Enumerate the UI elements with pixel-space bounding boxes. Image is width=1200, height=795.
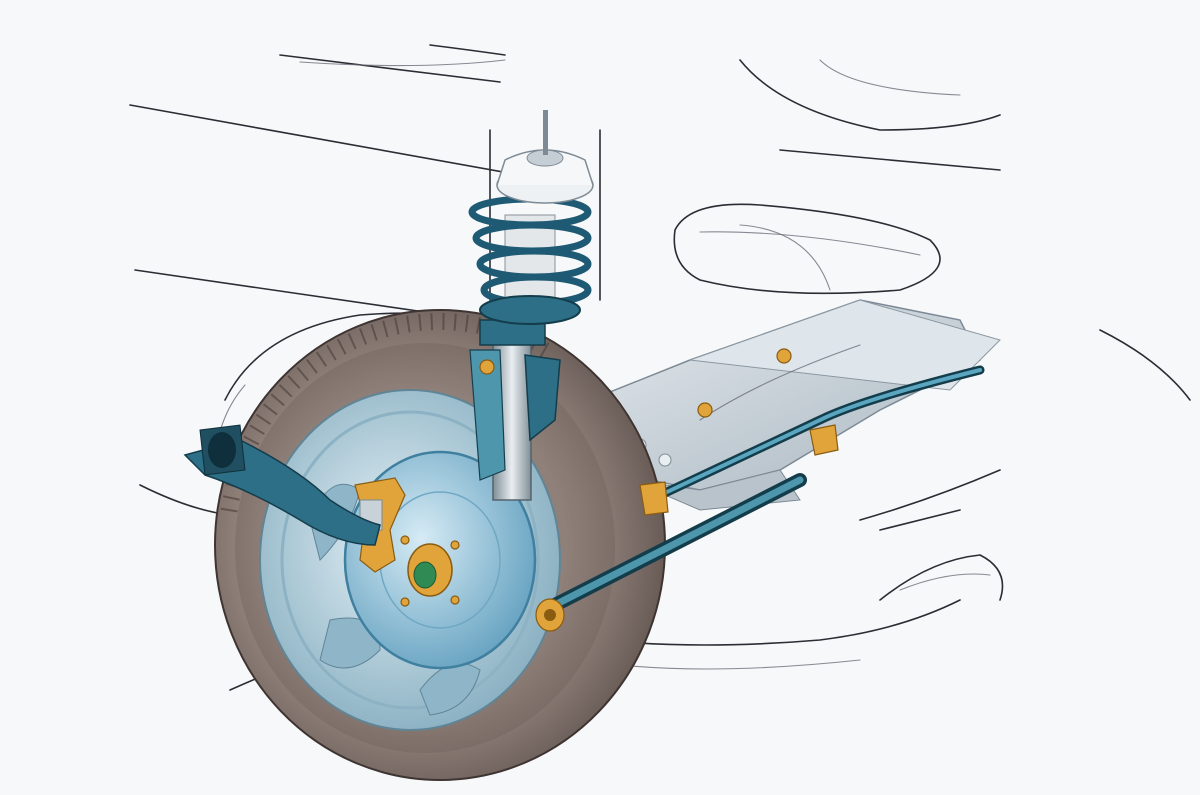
tire-tread xyxy=(315,351,327,367)
tire-tread xyxy=(255,413,272,425)
tire-tread xyxy=(220,507,238,513)
tire-tread xyxy=(243,435,260,446)
tire-tread xyxy=(453,313,457,331)
tire-tread xyxy=(222,495,240,501)
tire-tread xyxy=(359,328,368,345)
tire-tread xyxy=(278,384,293,398)
tire-tread xyxy=(406,315,411,333)
tie-rod xyxy=(535,473,807,632)
tire-tread xyxy=(326,344,337,361)
tire-tread xyxy=(382,320,389,338)
tire-tread xyxy=(287,375,301,389)
strut-assembly xyxy=(468,110,594,501)
tire-tread xyxy=(539,342,550,358)
tire-tread xyxy=(336,338,347,355)
mounting-bolts xyxy=(639,348,839,516)
tire-tread xyxy=(249,424,265,435)
tire-tread xyxy=(305,358,318,374)
tire-tread xyxy=(464,314,469,332)
tire-tread xyxy=(347,333,357,350)
tire-tread xyxy=(262,403,278,416)
tire-tread xyxy=(270,393,285,407)
tire-tread xyxy=(296,366,309,382)
tire-tread xyxy=(418,313,422,332)
tire-tread xyxy=(370,324,378,341)
lower-control-arm xyxy=(183,424,381,546)
tire-tread xyxy=(394,317,400,335)
tire-tread xyxy=(430,313,434,331)
